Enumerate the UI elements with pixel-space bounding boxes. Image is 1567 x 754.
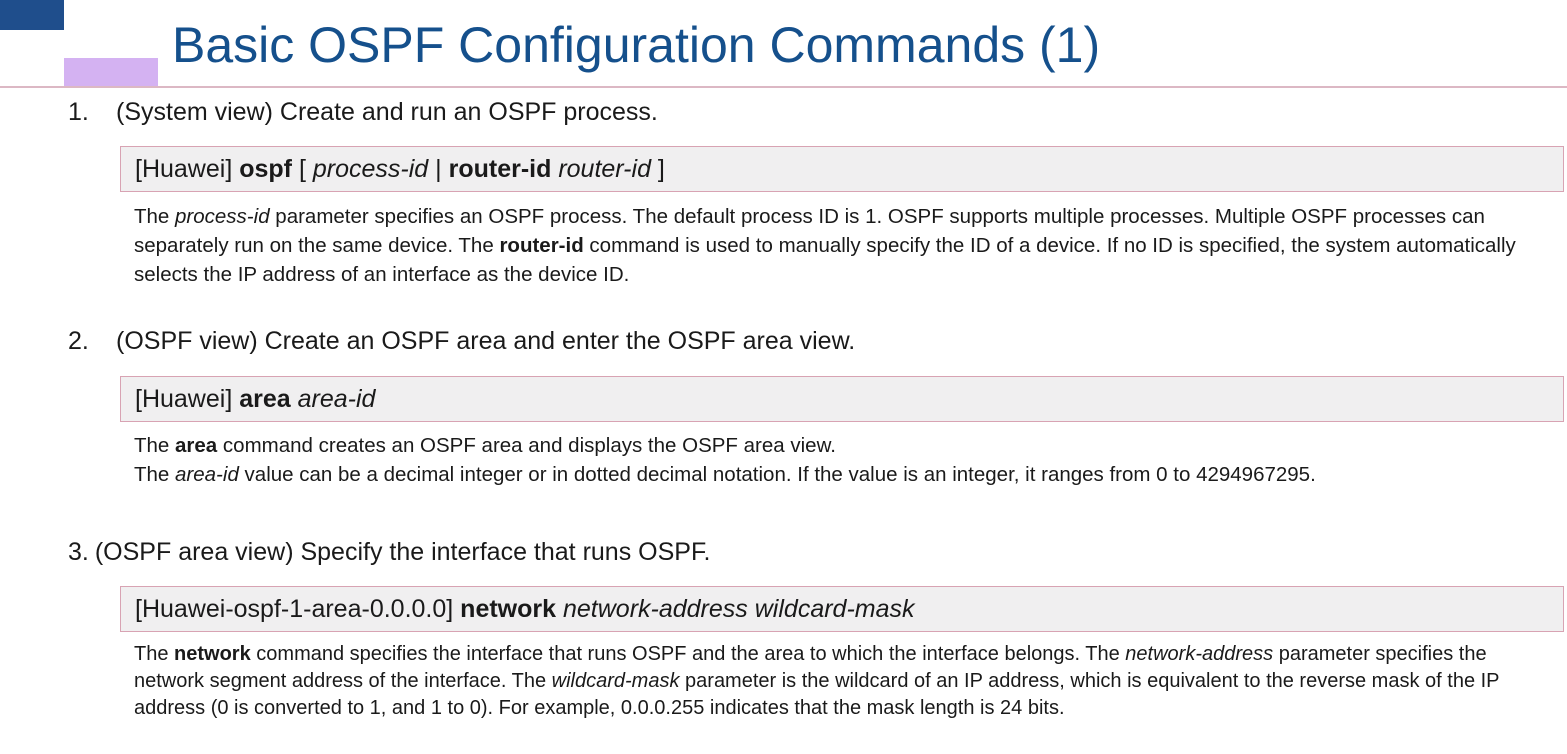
command-keyword: ospf (239, 155, 292, 183)
title-divider (0, 86, 1567, 88)
description-text: The (134, 643, 169, 665)
description-text: command specifies the interface that run… (256, 643, 1120, 665)
step-3-description: The network command specifies the interf… (134, 641, 1554, 722)
step-heading-text: (OSPF view) Create an OSPF area and ente… (116, 327, 856, 355)
command-box-area: [Huawei] area area-id (120, 376, 1564, 422)
command-separator: | (435, 155, 442, 183)
command-prompt: [Huawei] (135, 385, 233, 413)
command-param: process-id (312, 155, 429, 183)
step-number: 1. (68, 98, 89, 126)
description-keyword: router-id (499, 234, 584, 257)
step-heading-text: (OSPF area view) Specify the interface t… (94, 538, 711, 566)
description-keyword: area (175, 434, 218, 457)
command-keyword: network (460, 595, 557, 623)
command-box-network: [Huawei-ospf-1-area-0.0.0.0] network net… (120, 586, 1564, 632)
step-1-description: The process-id parameter specifies an OS… (134, 202, 1554, 289)
description-text: The (134, 205, 170, 228)
command-param: area-id (297, 385, 376, 413)
command-param: wildcard-mask (754, 595, 915, 623)
corner-decoration-block (0, 0, 64, 30)
description-param: area-id (175, 463, 239, 486)
description-paragraph: The process-id parameter specifies an OS… (134, 202, 1554, 289)
description-text: The (134, 434, 170, 457)
description-line: The area command creates an OSPF area an… (134, 431, 1554, 460)
command-param: router-id (558, 155, 651, 183)
command-prompt: [Huawei] (135, 155, 233, 183)
command-open-bracket: [ (298, 155, 306, 183)
description-param: network-address (1125, 643, 1274, 665)
step-heading-text: (System view) Create and run an OSPF pro… (116, 98, 658, 126)
title-accent-block (64, 58, 158, 86)
description-text: command creates an OSPF area and display… (222, 434, 836, 457)
description-text: The (134, 463, 170, 486)
step-2-description: The area command creates an OSPF area an… (134, 431, 1554, 489)
step-number: 3. (68, 538, 89, 566)
command-param: network-address (562, 595, 748, 623)
description-param: wildcard-mask (551, 670, 680, 692)
step-2-heading: 2. (OSPF view) Create an OSPF area and en… (68, 325, 855, 357)
description-text: parameter is the wildcard of an IP addre… (134, 670, 1500, 719)
description-paragraph: The network command specifies the interf… (134, 641, 1554, 722)
description-keyword: network (174, 643, 251, 665)
description-text: value can be a decimal integer or in dot… (244, 463, 1316, 486)
step-1-heading: 1. (System view) Create and run an OSPF p… (68, 96, 658, 128)
command-box-ospf: [Huawei] ospf [ process-id | router-id r… (120, 146, 1564, 192)
slide-title: Basic OSPF Configuration Commands (1) (172, 17, 1101, 73)
description-text: parameter specifies the network segment … (134, 643, 1487, 692)
description-text: command is used to manually specify the … (134, 234, 1516, 286)
command-keyword: router-id (448, 155, 552, 183)
command-keyword: area (239, 385, 291, 413)
step-3-heading: 3.(OSPF area view) Specify the interface… (68, 536, 710, 568)
description-param: process-id (175, 205, 270, 228)
command-close-bracket: ] (657, 155, 665, 183)
description-text: parameter specifies an OSPF process. The… (134, 205, 1485, 257)
description-line: The area-id value can be a decimal integ… (134, 460, 1554, 489)
command-prompt: [Huawei-ospf-1-area-0.0.0.0] (135, 595, 454, 623)
step-number: 2. (68, 327, 89, 355)
